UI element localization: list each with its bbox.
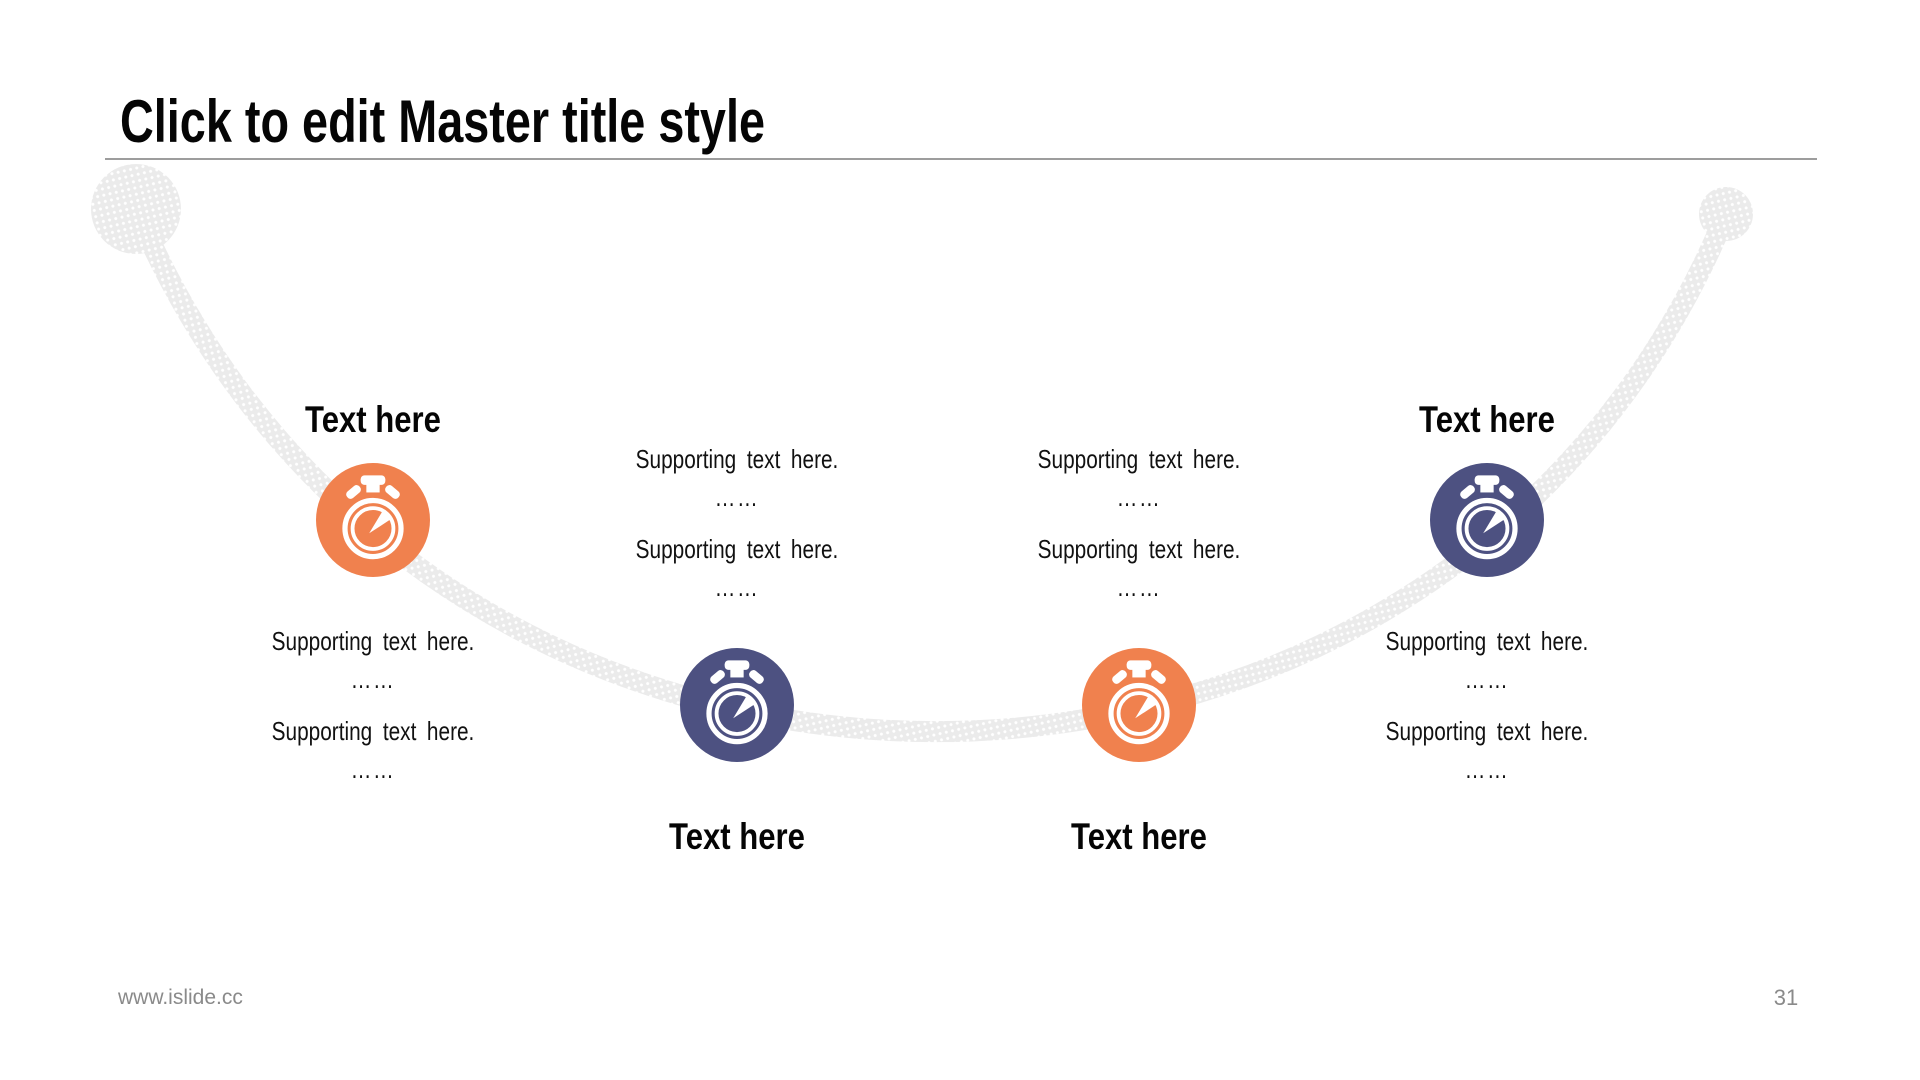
arc-endpoint-right [1699,187,1753,241]
supporting-text-line: Supporting text here. [1037,444,1241,474]
stopwatch-icon [706,660,768,745]
node-4-supporting-text: Supporting text here. …… Supporting text… [1367,622,1607,788]
node-2-label: Text here [669,816,805,857]
node-2-supporting-text: Supporting text here. …… Supporting text… [617,440,857,606]
supporting-text-ellipsis: …… [350,664,396,694]
supporting-text-line: Supporting text here. [635,444,839,474]
node-1-label: Text here [305,399,441,440]
page-number: 31 [1773,985,1799,1010]
arc-endpoint-left [91,164,181,254]
supporting-text-line: Supporting text here. [1037,534,1241,564]
stopwatch-icon [342,475,404,560]
supporting-text-ellipsis: …… [1116,572,1162,602]
title-divider-line [105,158,1817,160]
node-3-supporting-text: Supporting text here. …… Supporting text… [1019,440,1259,606]
node-3-label: Text here [1071,816,1207,857]
supporting-text-line: Supporting text here. [635,534,839,564]
supporting-text-line: Supporting text here. [1385,716,1589,746]
stopwatch-icon [1108,660,1170,745]
footer-website-link[interactable]: www.islide.cc [118,986,243,1009]
supporting-text-ellipsis: …… [1464,754,1510,784]
supporting-text-line: Supporting text here. [271,626,475,656]
stopwatch-icon [1456,475,1518,560]
timeline-node-2 [680,648,794,762]
timeline-arc-path [126,204,1736,742]
supporting-text-ellipsis: …… [350,754,396,784]
supporting-text-ellipsis: …… [1116,482,1162,512]
slide-title[interactable]: Click to edit Master title style [120,88,765,155]
node-4-label: Text here [1419,399,1555,440]
supporting-text-ellipsis: …… [714,482,760,512]
node-1-supporting-text: Supporting text here. …… Supporting text… [253,622,493,788]
supporting-text-line: Supporting text here. [1385,626,1589,656]
timeline-node-4 [1430,463,1544,577]
supporting-text-ellipsis: …… [714,572,760,602]
timeline-node-1 [316,463,430,577]
supporting-text-ellipsis: …… [1464,664,1510,694]
timeline-node-3 [1082,648,1196,762]
supporting-text-line: Supporting text here. [271,716,475,746]
